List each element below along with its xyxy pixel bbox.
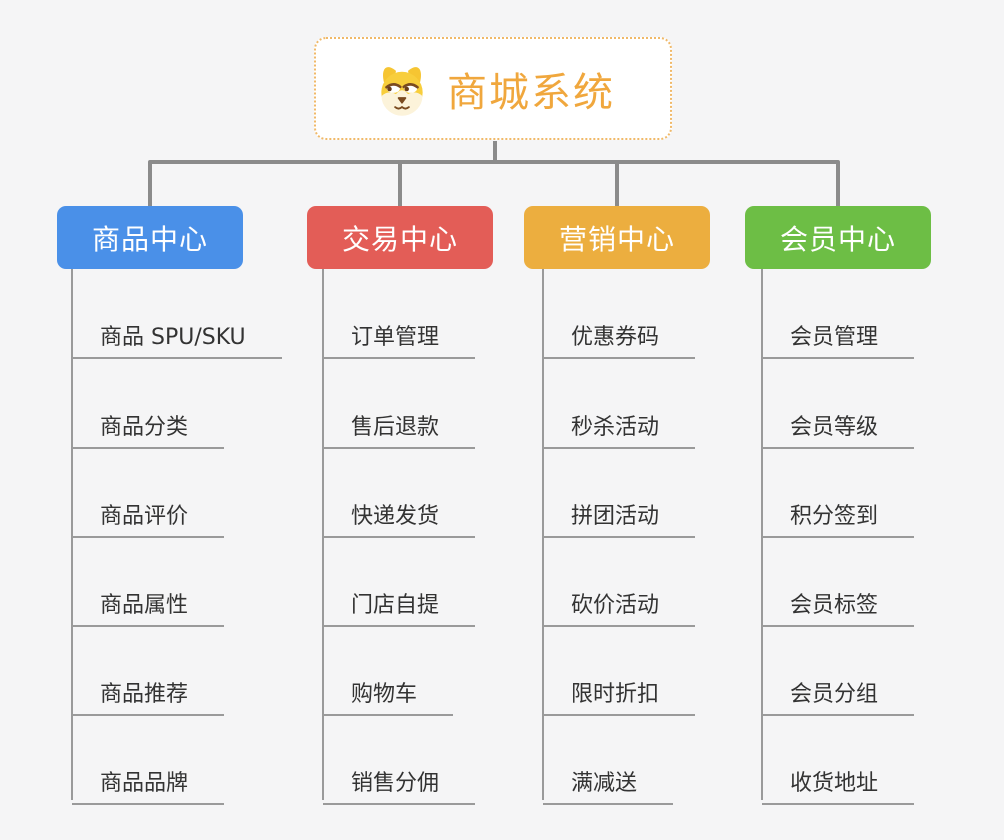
branch-node-trade-center[interactable]: 交易中心 (307, 206, 493, 269)
leaf-node[interactable]: 拼团活动 (543, 486, 696, 538)
leaf-node[interactable]: 商品品牌 (72, 753, 225, 805)
leaf-node[interactable]: 门店自提 (323, 575, 476, 627)
branch-node-member-center[interactable]: 会员中心 (745, 206, 931, 269)
leaf-node[interactable]: 订单管理 (323, 307, 476, 359)
leaf-node[interactable]: 会员分组 (762, 664, 915, 716)
branch-node-product-center[interactable]: 商品中心 (57, 206, 243, 269)
root-node-mall-system[interactable]: 商城系统 (314, 37, 672, 140)
leaf-node[interactable]: 商品 SPU/SKU (72, 307, 282, 359)
leaf-node[interactable]: 收货地址 (762, 753, 915, 805)
dog-face-icon (381, 66, 423, 116)
leaf-node[interactable]: 快递发货 (323, 486, 476, 538)
leaf-node[interactable]: 商品推荐 (72, 664, 225, 716)
leaf-node[interactable]: 购物车 (323, 664, 454, 716)
root-node-label: 商城系统 (447, 69, 615, 116)
leaf-node[interactable]: 砍价活动 (543, 575, 696, 627)
branch-node-marketing-center[interactable]: 营销中心 (524, 206, 710, 269)
leaf-node[interactable]: 商品属性 (72, 575, 225, 627)
leaf-node[interactable]: 优惠券码 (543, 307, 696, 359)
leaf-node[interactable]: 会员标签 (762, 575, 915, 627)
leaf-node[interactable]: 会员管理 (762, 307, 915, 359)
leaf-node[interactable]: 限时折扣 (543, 664, 696, 716)
leaf-node[interactable]: 售后退款 (323, 397, 476, 449)
leaf-node[interactable]: 秒杀活动 (543, 397, 696, 449)
leaf-node[interactable]: 会员等级 (762, 397, 915, 449)
leaf-node[interactable]: 积分签到 (762, 486, 915, 538)
leaf-node[interactable]: 销售分佣 (323, 753, 476, 805)
leaf-node[interactable]: 满减送 (543, 753, 674, 805)
leaf-node[interactable]: 商品评价 (72, 486, 225, 538)
leaf-node[interactable]: 商品分类 (72, 397, 225, 449)
